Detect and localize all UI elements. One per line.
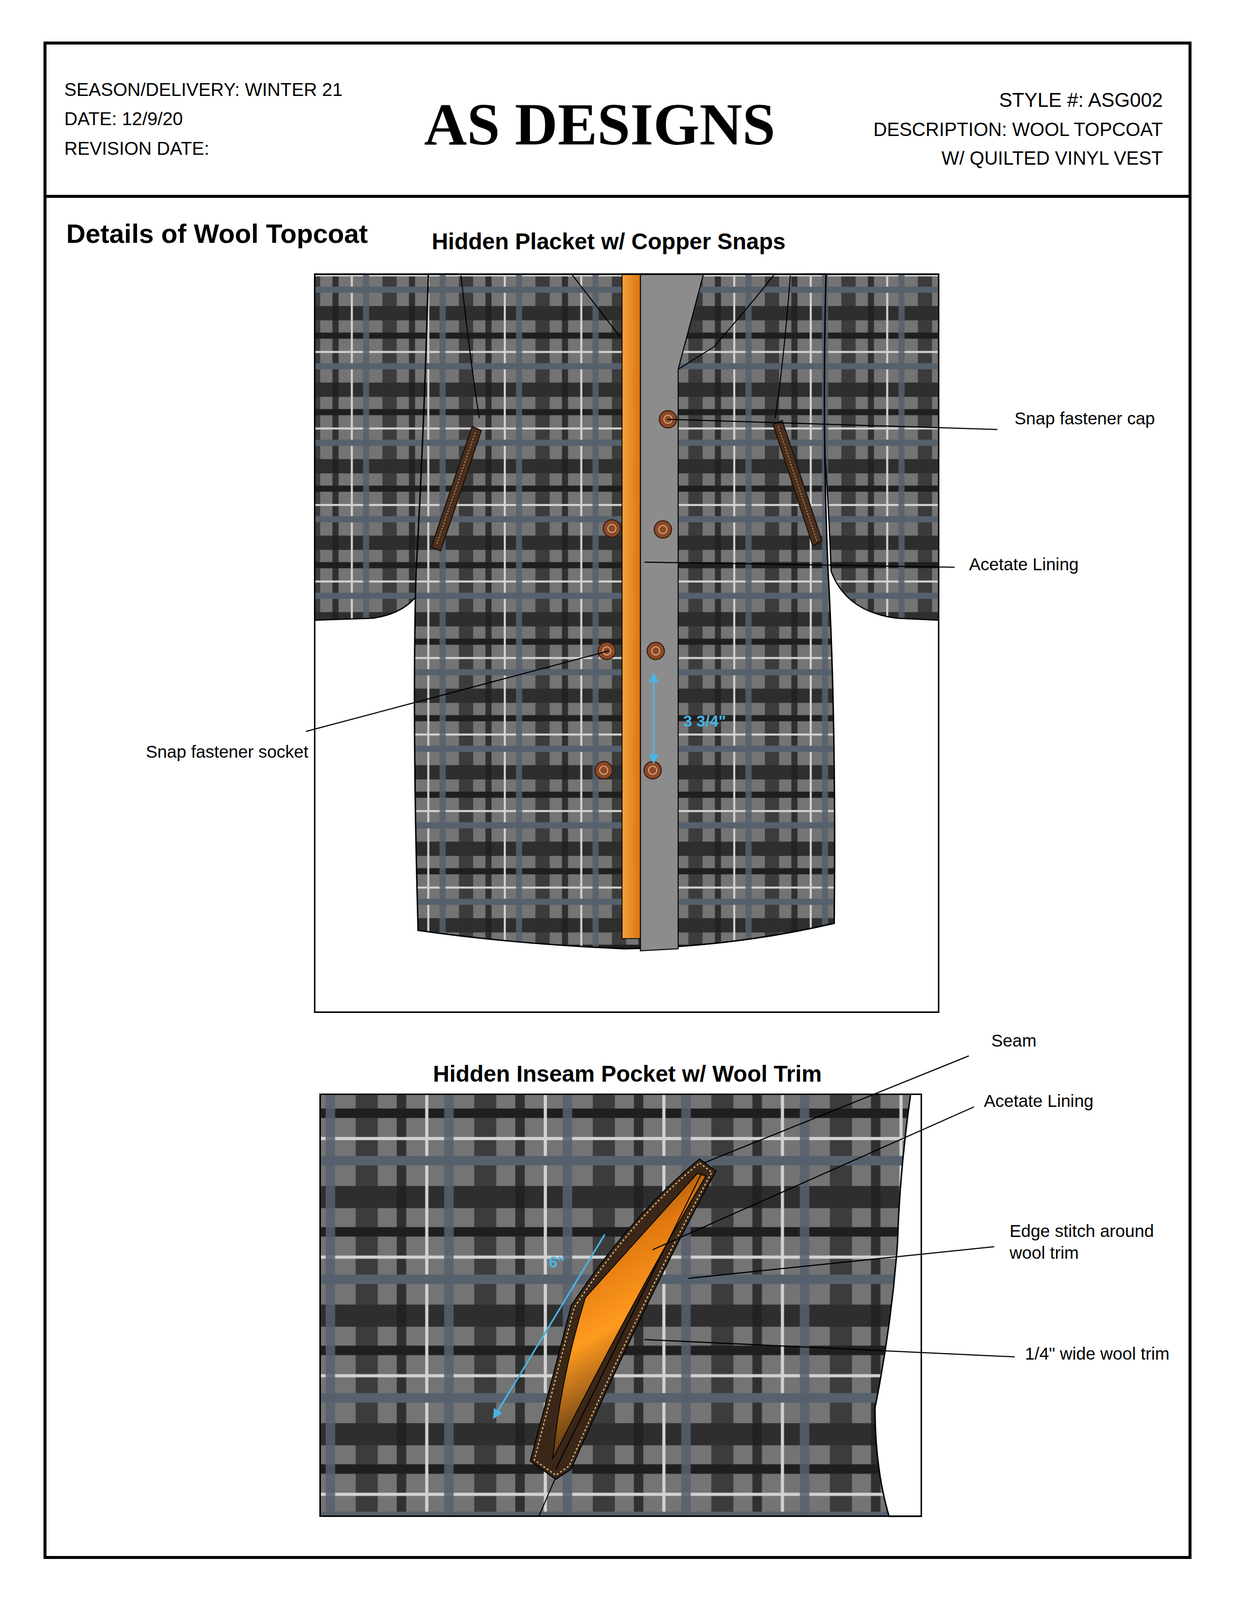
dimension-arrow [653, 672, 655, 763]
callout-label: Acetate Lining [969, 553, 1079, 575]
callout-label: Snap fastener socket [145, 741, 309, 762]
callout-label: Edge stitch around wool trim [1009, 1219, 1163, 1264]
header-field: REVISION DATE: [64, 137, 210, 160]
pocket-closeup [319, 1093, 923, 1517]
detail-heading: Hidden Placket w/ Copper Snaps [431, 227, 786, 256]
leader-line [652, 1106, 974, 1250]
leader-line [306, 650, 610, 732]
dimension-label: 3 3/4" [683, 711, 726, 731]
callout-label: Acetate Lining [983, 1090, 1094, 1111]
header-field: DATE: 12/9/20 [64, 108, 183, 131]
leader-line [644, 1338, 1016, 1357]
coat-front [313, 273, 939, 951]
leader-line [688, 1246, 995, 1279]
welt-pocket [431, 420, 823, 551]
header-field: SEASON/DELIVERY: WINTER 21 [64, 79, 343, 101]
dimension-arrow [493, 1234, 605, 1418]
brand-title: AS DESIGNS [424, 88, 776, 161]
callout-label: Seam [991, 1029, 1037, 1051]
content-box: Details of Wool TopcoatHidden Placket w/… [43, 194, 1192, 1559]
header-box: SEASON/DELIVERY: WINTER 21 DATE: 12/9/20R… [43, 41, 1192, 198]
header-field: DESCRIPTION: WOOL TOPCOAT W/ QUILTED VIN… [856, 115, 1163, 173]
dimension-label: 6" [548, 1252, 566, 1272]
callout-label: Snap fastener cap [1014, 407, 1155, 429]
leader-line [667, 419, 998, 430]
detail-heading: Hidden Inseam Pocket w/ Wool Trim [433, 1059, 822, 1088]
leader-line [644, 562, 955, 568]
callout-label: 1/4" wide wool trim [1024, 1342, 1170, 1364]
copper-snap [595, 410, 677, 779]
header-field: STYLE #: ASG002 [999, 88, 1163, 112]
detail-frame: Hidden Inseam Pocket w/ Wool Trim [319, 1093, 923, 1517]
detail-frame: Hidden Placket w/ Copper Snaps [313, 273, 940, 1013]
section-heading: Details of Wool Topcoat [66, 217, 368, 250]
